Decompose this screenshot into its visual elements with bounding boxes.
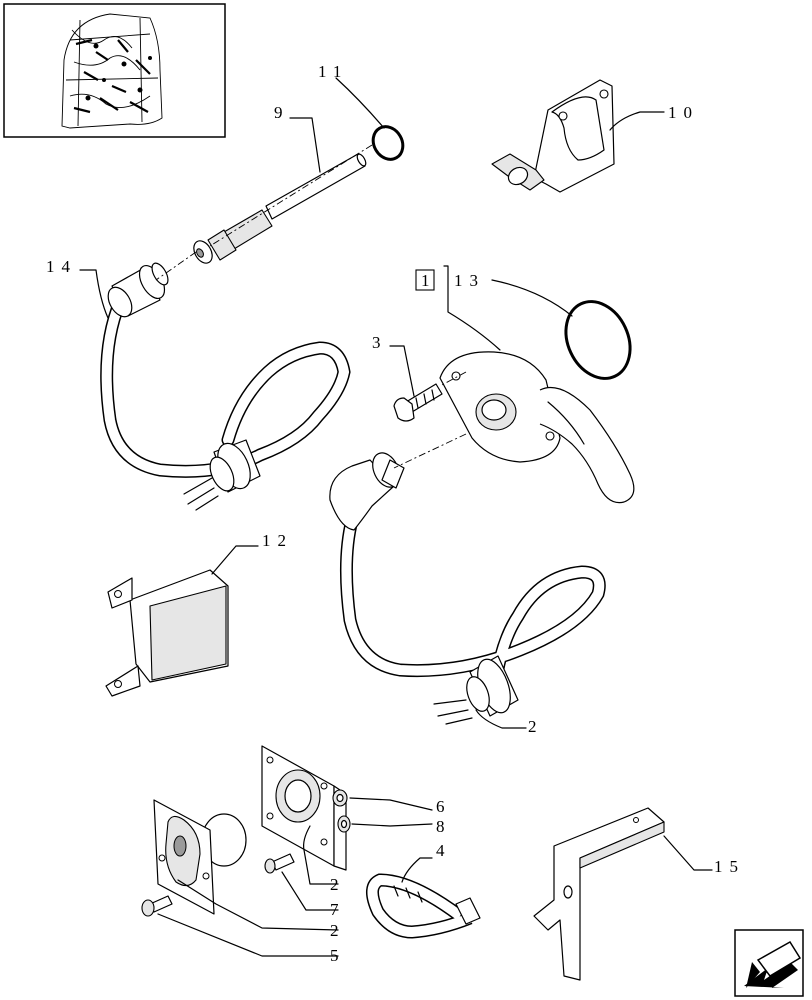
callout-15: 15 bbox=[714, 857, 745, 876]
part-13-rotary-switch bbox=[439, 351, 635, 504]
callout-4: 4 bbox=[436, 841, 452, 860]
part-12-cover bbox=[105, 569, 229, 697]
part-4-cable-tie bbox=[366, 873, 481, 939]
part-15-bracket bbox=[533, 807, 665, 981]
callout-8: 8 bbox=[436, 817, 452, 836]
callout-3: 3 bbox=[372, 333, 388, 352]
part-3-bolt bbox=[393, 383, 443, 422]
part-7-screw bbox=[264, 853, 295, 874]
callout-labels: 11 9 10 14 1 13 3 12 2 6 8 4 15 2 7 2 5 bbox=[46, 62, 745, 965]
callout-10: 10 bbox=[668, 103, 699, 122]
part-8-washer bbox=[337, 815, 351, 833]
callout-2-plate: 2 bbox=[330, 875, 346, 894]
thumbnail-panel[interactable] bbox=[3, 3, 226, 138]
callout-14: 14 bbox=[46, 257, 77, 276]
part-13-o-ring bbox=[564, 300, 632, 380]
leader-lines bbox=[79, 77, 713, 957]
callout-11: 11 bbox=[318, 62, 348, 81]
callout-13: 13 bbox=[454, 271, 485, 290]
callout-9: 9 bbox=[274, 103, 290, 122]
part-11-o-ring bbox=[371, 125, 405, 161]
part-5-screw bbox=[141, 895, 173, 917]
part-10-bracket bbox=[491, 79, 615, 193]
socket-assembly bbox=[153, 745, 347, 915]
assembly-axes bbox=[155, 144, 467, 469]
part-2-wiring-harness bbox=[329, 452, 606, 725]
next-page-button[interactable] bbox=[734, 929, 804, 997]
tractor-cab-thumbnail-icon bbox=[61, 13, 163, 129]
callout-12: 12 bbox=[262, 531, 293, 550]
callout-1: 1 bbox=[421, 271, 437, 290]
callout-5: 5 bbox=[330, 946, 346, 965]
callout-7: 7 bbox=[330, 900, 346, 919]
callout-6: 6 bbox=[436, 797, 452, 816]
part-9-sensor-rod bbox=[193, 153, 367, 264]
callout-2-harness: 2 bbox=[528, 717, 544, 736]
callout-2-socket: 2 bbox=[330, 921, 346, 940]
part-6-nut bbox=[332, 789, 348, 807]
next-page-arrow-icon bbox=[744, 940, 802, 988]
part-14-wiring-harness bbox=[100, 262, 351, 511]
